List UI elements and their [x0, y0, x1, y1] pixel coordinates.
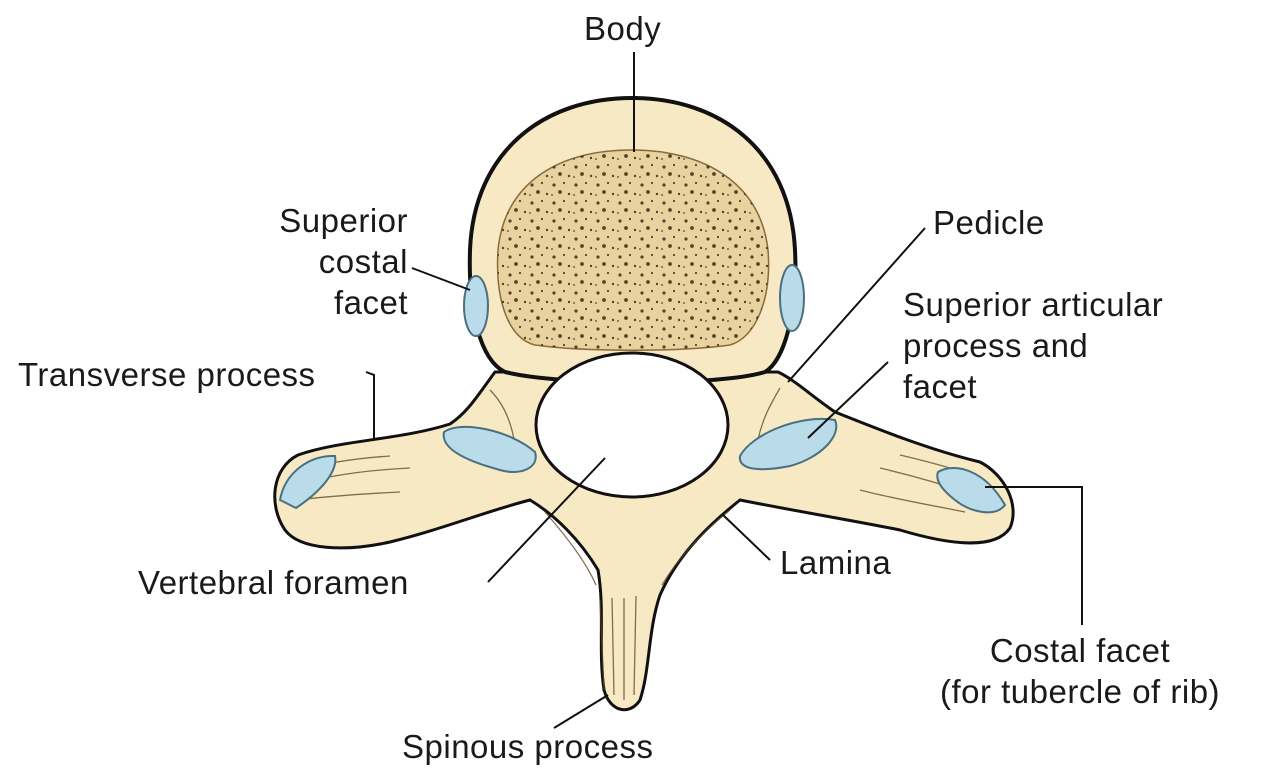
label-body: Body	[584, 8, 661, 49]
label-costal-facet-line2: (for tubercle of rib)	[905, 671, 1255, 712]
label-lamina-text: Lamina	[780, 542, 891, 583]
vertebral-foramen-opening	[536, 353, 728, 497]
label-costal-facet-line1: Costal facet	[905, 630, 1255, 671]
superior-costal-facet-right	[780, 265, 804, 331]
leader-transverse-process	[366, 372, 374, 440]
label-lamina: Lamina	[780, 542, 891, 583]
label-superior-costal-facet: Superior costal facet	[248, 200, 408, 323]
label-pedicle-text: Pedicle	[933, 202, 1045, 243]
label-superior-articular-line2: process and	[903, 325, 1163, 366]
label-body-text: Body	[584, 8, 661, 49]
label-superior-articular-line3: facet	[903, 366, 1163, 407]
label-spinous-process-text: Spinous process	[402, 726, 653, 767]
superior-costal-facet-left	[464, 276, 488, 336]
label-costal-facet: Costal facet (for tubercle of rib)	[905, 630, 1255, 712]
label-spinous-process: Spinous process	[402, 726, 653, 767]
label-superior-costal-facet-line3: facet	[248, 282, 408, 323]
leader-spinous-process	[554, 695, 608, 728]
leader-superior-costal-facet	[412, 268, 470, 290]
label-pedicle: Pedicle	[933, 202, 1045, 243]
cancellous-pores	[498, 150, 769, 350]
label-superior-costal-facet-line2: costal	[248, 241, 408, 282]
label-transverse-process-text: Transverse process	[18, 354, 316, 395]
label-transverse-process: Transverse process	[18, 354, 316, 395]
label-vertebral-foramen: Vertebral foramen	[138, 562, 409, 603]
label-superior-articular-line1: Superior articular	[903, 284, 1163, 325]
label-vertebral-foramen-text: Vertebral foramen	[138, 562, 409, 603]
label-superior-costal-facet-line1: Superior	[248, 200, 408, 241]
label-superior-articular-process: Superior articular process and facet	[903, 284, 1163, 407]
leader-lamina	[722, 514, 770, 560]
